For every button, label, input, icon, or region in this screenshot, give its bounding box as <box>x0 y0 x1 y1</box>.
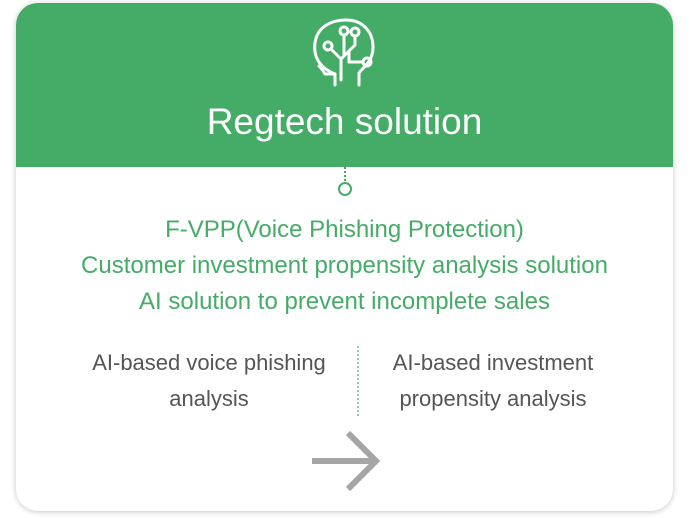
feature-voice-phishing: AI-based voice phishing analysis <box>59 345 359 417</box>
feature-investment-line1: AI-based investment <box>392 350 594 375</box>
feature-voice-phishing-line2: analysis <box>169 386 249 411</box>
feature-investment-line2: propensity analysis <box>399 386 587 411</box>
card-title: Regtech solution <box>206 101 483 142</box>
solution-item-fvpp: F-VPP(Voice Phishing Protection) <box>165 216 524 243</box>
solution-item-investment-propensity: Customer investment propensity analysis … <box>81 252 608 279</box>
connector-line <box>344 167 346 185</box>
feature-divider <box>357 346 359 416</box>
feature-investment-propensity: AI-based investment propensity analysis <box>343 345 643 417</box>
card-header: Regtech solution <box>16 3 673 167</box>
regtech-card: Regtech solution F-VPP(Voice Phishing Pr… <box>16 3 673 511</box>
feature-voice-phishing-line1: AI-based voice phishing <box>92 350 326 375</box>
brain-circuit-icon <box>313 18 375 87</box>
solution-list: F-VPP(Voice Phishing Protection) Custome… <box>16 212 673 320</box>
connector-dot <box>338 182 352 196</box>
solution-item-incomplete-sales: AI solution to prevent incomplete sales <box>139 288 550 315</box>
arrow-right-icon <box>312 430 381 492</box>
